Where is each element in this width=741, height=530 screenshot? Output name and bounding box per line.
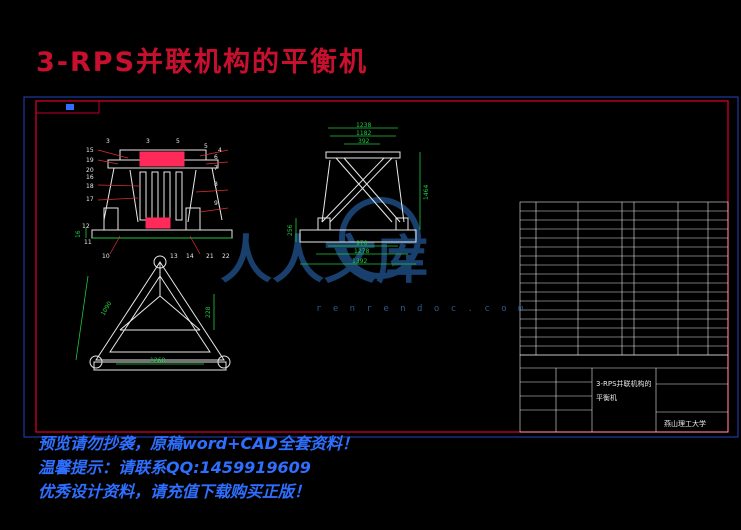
top-view (89, 255, 231, 371)
balloon-14: 14 (186, 253, 194, 260)
top-view-dimensions: 1090 228 1260 (75, 275, 215, 365)
balloon-13: 13 (170, 253, 178, 260)
bill-of-materials (519, 201, 729, 356)
side-dim-bottom3: 1392 (352, 258, 367, 265)
title-block-text: 3-RPS并联机构的 平衡机 燕山理工大学 (596, 379, 706, 428)
balloon-3a: 3 (106, 138, 110, 145)
outer-frame (23, 96, 739, 438)
corner-label-mark (66, 104, 74, 110)
balloon-16: 16 (86, 174, 94, 181)
balloon-7: 7 (214, 165, 218, 172)
side-dim-base-height: 256 (287, 224, 294, 236)
balloon-5b: 5 (204, 143, 208, 150)
side-view (299, 151, 417, 243)
corner-label-box (35, 100, 100, 114)
balloon-15: 15 (86, 147, 94, 154)
side-dim-height: 1464 (423, 185, 430, 200)
balloon-21: 21 (206, 253, 214, 260)
top-dim-side: 1090 (100, 300, 114, 317)
front-view-leaders (97, 149, 229, 255)
balloon-22: 22 (222, 253, 230, 260)
balloon-6: 6 (214, 154, 218, 161)
front-view (91, 149, 233, 239)
notice-line-1: 预览请勿抄袭，原稿word+CAD全套资料！ (38, 434, 358, 453)
drawing-name-line2: 平衡机 (596, 393, 617, 402)
side-dim-top1: 1238 (356, 122, 371, 129)
balloon-11: 11 (84, 239, 92, 246)
balloon-9: 9 (214, 200, 218, 207)
balloon-18: 18 (86, 183, 94, 190)
watermark-logo-text: 人人文库 (220, 231, 428, 291)
notice-line-2: 温馨提示：请联系QQ:1459919609 (38, 458, 311, 477)
side-dim-top3: 392 (358, 138, 370, 145)
side-dim-top2: 1182 (356, 130, 371, 137)
front-view-balloons: 15 3 3 19 20 16 18 17 12 11 10 5 5 4 6 7… (82, 138, 230, 260)
balloon-10: 10 (102, 253, 110, 260)
side-dim-bottom1: 970 (356, 240, 368, 247)
balloon-5a: 5 (176, 138, 180, 145)
watermark-ring (339, 197, 421, 279)
drawing-name-line1: 3-RPS并联机构的 (596, 379, 652, 388)
page-title: 3-RPS并联机构的平衡机 (36, 47, 369, 78)
top-dim-height: 228 (205, 306, 212, 318)
watermark-site: r e n r e n d o c . c o m (316, 304, 527, 314)
balloon-17: 17 (86, 196, 94, 203)
university-name: 燕山理工大学 (664, 419, 706, 428)
notice-line-3: 优秀设计资料，请充值下载购买正版！ (38, 482, 311, 501)
balloon-8: 8 (214, 181, 218, 188)
top-dim-bottom: 1260 (150, 357, 165, 364)
balloon-20: 20 (86, 167, 94, 174)
title-block (519, 354, 729, 433)
balloon-4: 4 (218, 147, 222, 154)
balloon-19: 19 (86, 157, 94, 164)
balloon-3b: 3 (146, 138, 150, 145)
front-view-dimension: 16 (75, 228, 87, 238)
side-view-dimensions: 1238 1182 392 1464 256 970 1278 1392 (287, 122, 430, 265)
balloon-12: 12 (82, 223, 90, 230)
side-dim-bottom2: 1278 (354, 248, 369, 255)
watermark-logo: 人人文库 (220, 197, 428, 291)
front-dim-height: 16 (75, 230, 82, 238)
